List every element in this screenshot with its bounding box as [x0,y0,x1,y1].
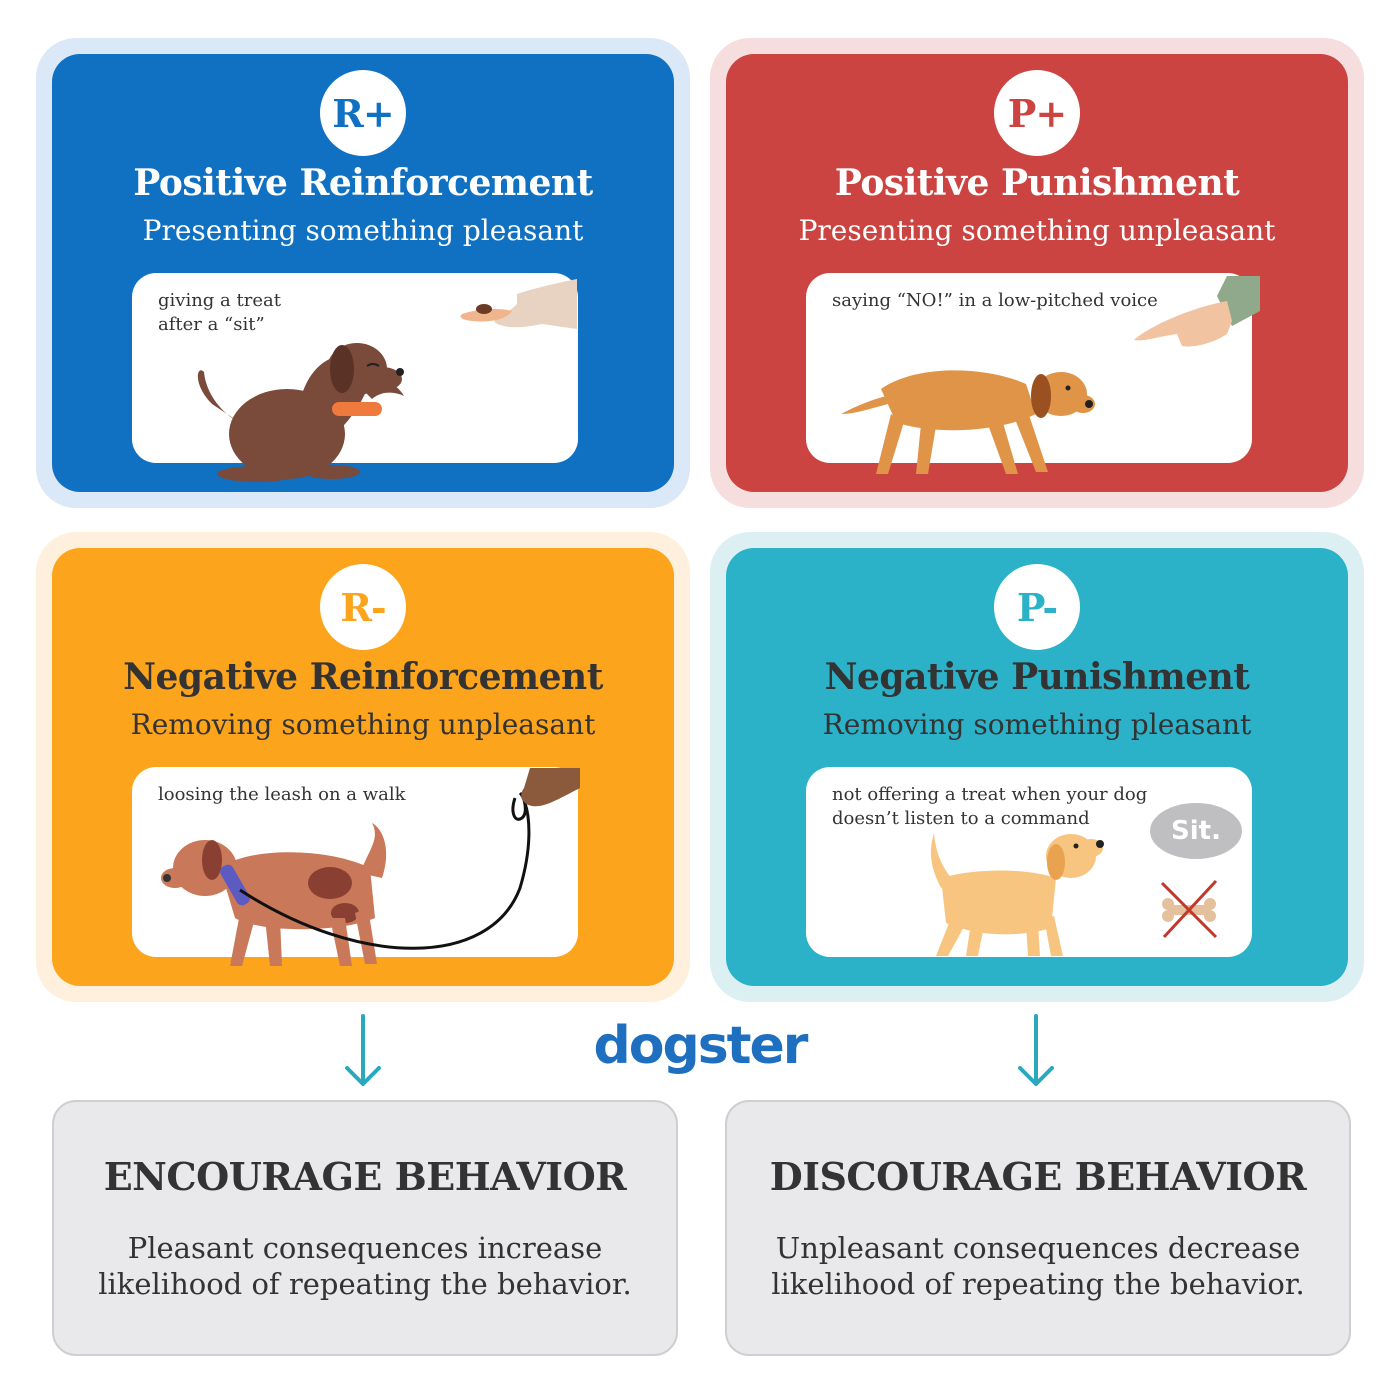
discourage-title: DISCOURAGE BEHAVIOR [769,1154,1307,1199]
encourage-text: Pleasant consequences increase likelihoo… [98,1231,632,1301]
left-down-arrow-icon [345,1014,381,1086]
standing-puppy-illustration [930,833,1104,956]
rplus-caption: giving a treat after a “sit” [158,290,281,335]
rminus-subtitle: Removing something unpleasant [130,708,596,741]
pointing-hand-illustration [1134,276,1260,347]
discourage-behavior-box: DISCOURAGE BEHAVIOR Unpleasant consequen… [725,1100,1351,1356]
rplus-subtitle: Presenting something pleasant [142,214,584,247]
pplus-badge: P+ [994,70,1080,156]
pminus-caption: not offering a treat when your dog doesn… [832,784,1148,829]
pplus-title: Positive Punishment [834,162,1240,204]
dogster-logo: dogster [593,1016,809,1076]
rminus-card: R- Negative Reinforcement Removing somet… [52,548,674,986]
walking-dog-on-leash-illustration [161,768,580,966]
cowering-dog-illustration [841,370,1095,474]
discourage-text: Unpleasant consequences decrease likelih… [771,1231,1305,1301]
right-down-arrow-icon [1018,1014,1054,1086]
rplus-badge: R+ [320,70,406,156]
pplus-card: P+ Positive Punishment Presenting someth… [726,54,1348,492]
speech-bubble-text: Sit. [1171,816,1221,846]
rplus-card: R+ Positive Reinforcement Presenting som… [52,54,674,492]
pminus-title: Negative Punishment [824,656,1250,698]
pminus-subtitle: Removing something pleasant [822,708,1252,741]
sitting-dog-illustration [197,343,404,482]
rminus-caption: loosing the leash on a walk [158,784,406,805]
rminus-badge: R- [320,564,406,650]
hand-with-treat-illustration [460,279,577,329]
crossed-out-bone-icon [1160,879,1218,939]
rminus-title: Negative Reinforcement [123,656,603,698]
pplus-subtitle: Presenting something unpleasant [798,214,1276,247]
pminus-badge: P- [994,564,1080,650]
pminus-card: P- Negative Punishment Removing somethin… [726,548,1348,986]
sit-speech-bubble: Sit. [1150,803,1242,859]
encourage-title: ENCOURAGE BEHAVIOR [103,1154,627,1199]
rplus-title: Positive Reinforcement [133,162,593,204]
encourage-behavior-box: ENCOURAGE BEHAVIOR Pleasant consequences… [52,1100,678,1356]
pplus-caption: saying “NO!” in a low-pitched voice [832,290,1158,311]
